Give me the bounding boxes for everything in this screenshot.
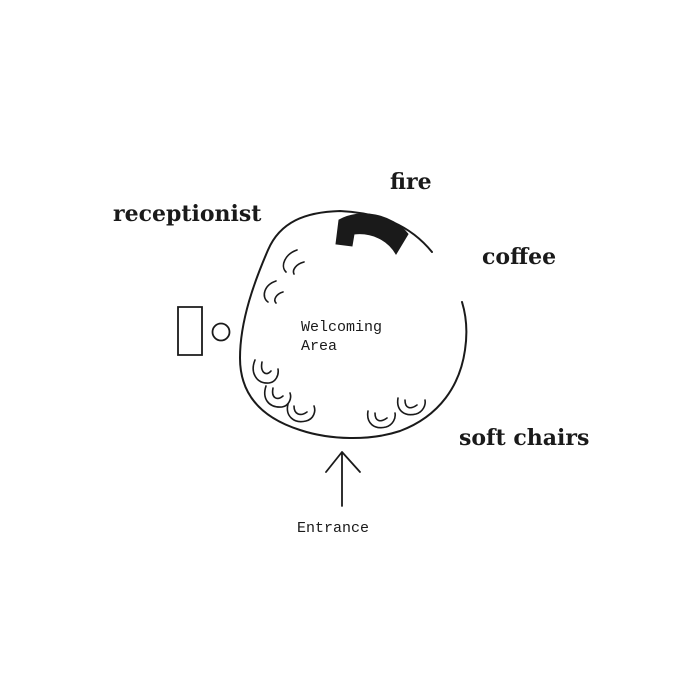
- entrance-arrow: [326, 452, 360, 506]
- soft-chair: [265, 386, 291, 407]
- entrance-label: Entrance: [297, 520, 370, 537]
- fireplace: [336, 214, 408, 254]
- receptionist-seat: [213, 324, 230, 341]
- soft-chair: [368, 411, 395, 428]
- soft-chair: [287, 404, 314, 422]
- room-outline: [240, 211, 466, 438]
- welcoming-area-label: Welcoming Area: [301, 318, 382, 356]
- soft-chair: [398, 398, 425, 415]
- welcoming-area-line-1: Welcoming: [301, 319, 383, 336]
- receptionist-label: receptionist: [113, 201, 262, 227]
- soft-chair: [283, 250, 304, 274]
- welcoming-area-line-2: Area: [301, 338, 338, 355]
- receptionist-desk: [178, 307, 202, 355]
- soft-chair: [264, 281, 283, 303]
- coffee-label: coffee: [482, 244, 557, 270]
- soft-chairs-label: soft chairs: [459, 425, 590, 451]
- fire-label: fire: [390, 169, 432, 195]
- soft-chair: [253, 360, 278, 383]
